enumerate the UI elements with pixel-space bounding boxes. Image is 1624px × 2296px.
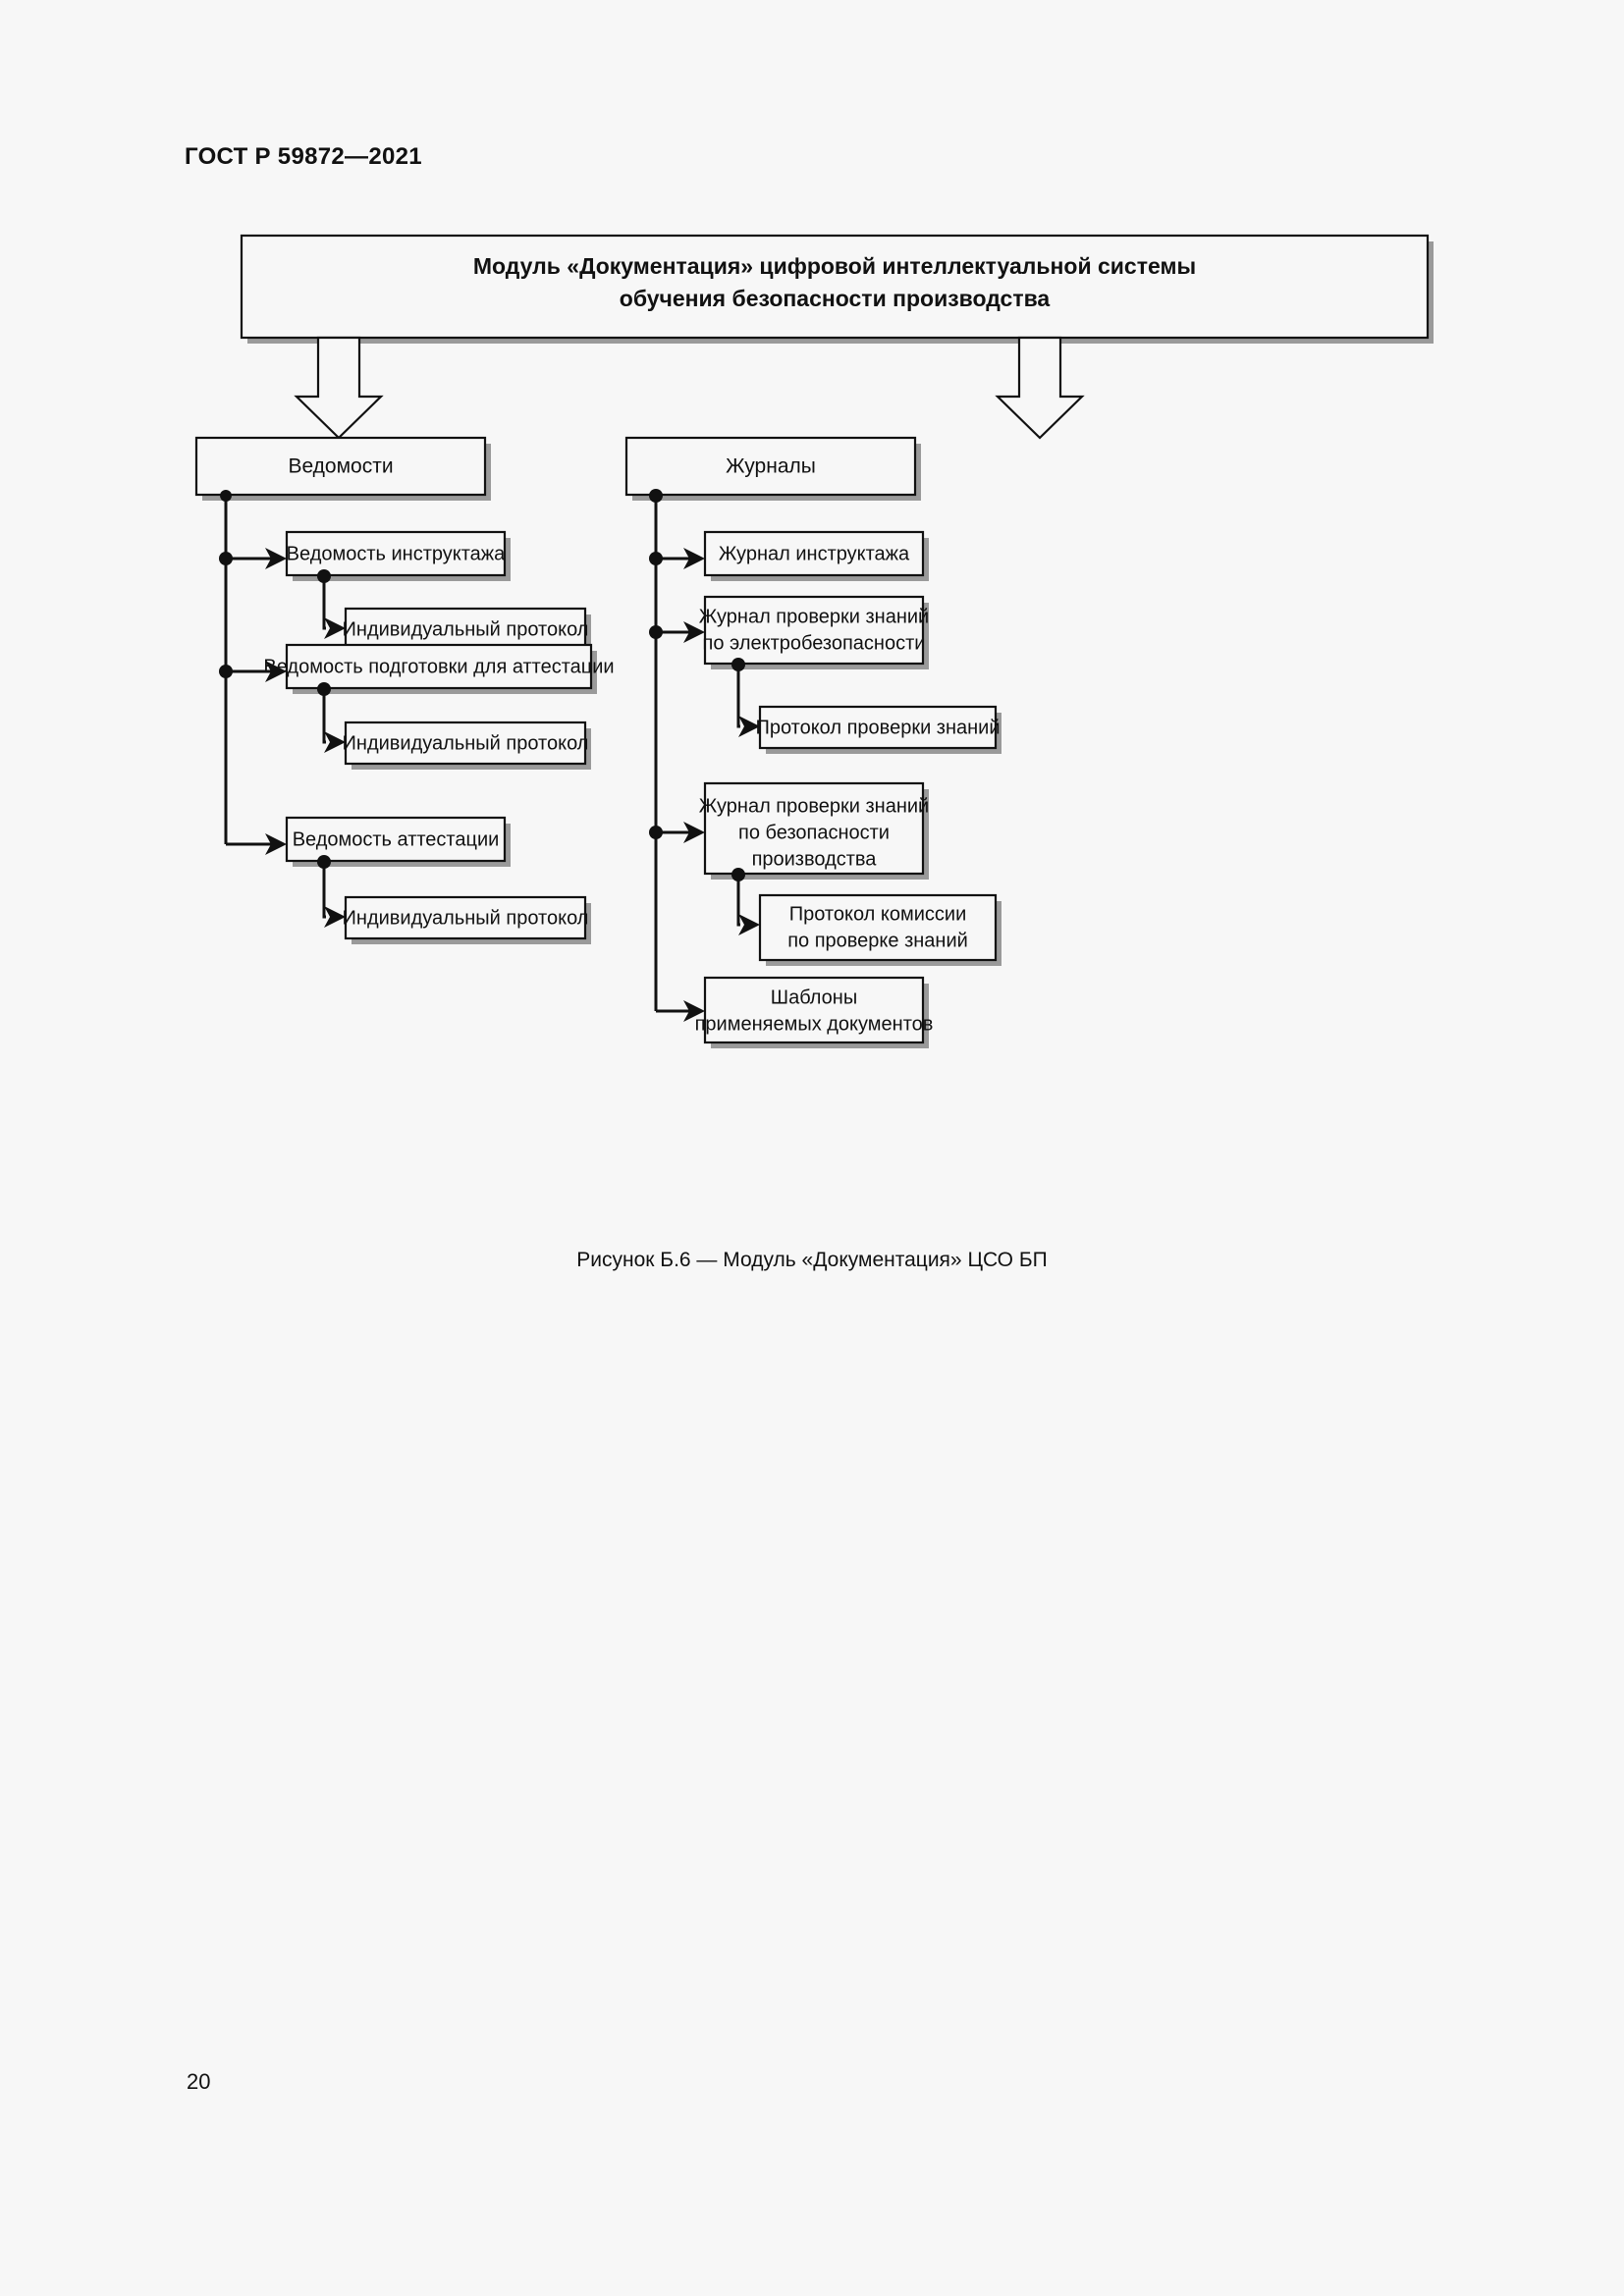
left-trunk-origin-dot (220, 490, 232, 502)
node-root[interactable]: Модуль «Документация» цифровой интеллект… (240, 234, 1434, 344)
zhurnal-elektrobezopasnost-child-arrowhead (738, 716, 760, 737)
node-branch-vedomosti[interactable]: Ведомости (194, 436, 491, 501)
node-vedomost-instruktazha[interactable]: Ведомость инструктажа (285, 530, 511, 581)
diagram-svg: Модуль «Документация» цифровой интеллект… (194, 234, 1434, 1048)
protokol-komissii-box (758, 893, 998, 962)
zhurnal-bezopasnost-child-arrowhead (738, 914, 760, 935)
left-branch-1-dot (219, 552, 233, 565)
page-number: 20 (187, 2069, 211, 2094)
left-branch-3-arrowhead (265, 833, 287, 855)
right-branch-2-dot (649, 625, 663, 639)
node-protokol-komissii[interactable]: Протокол комиссии по проверке знаний (758, 893, 1001, 966)
protokol-proverki-znaniy-box (758, 705, 998, 750)
vedomost-instruktazha-label: Ведомость инструктажа (287, 543, 507, 564)
shablony-dokumentov-box (703, 976, 925, 1044)
node-vedomost-attestacii[interactable]: Ведомость аттестации (285, 816, 511, 867)
individual-protocol-3-label: Индивидуальный протокол (343, 907, 589, 929)
node-individual-protocol-3[interactable]: Индивидуальный протокол (343, 895, 591, 944)
protokol-proverki-znaniy-label: Протокол проверки знаний (755, 717, 1000, 738)
vedomost-attestacii-label: Ведомость аттестации (293, 828, 500, 850)
right-branch-4-arrowhead (683, 1000, 705, 1022)
shablony-dokumentov-label-line1: Шаблоны (771, 987, 857, 1008)
node-zhurnal-elektrobezopasnost[interactable]: Журнал проверки знаний по электробезопас… (699, 595, 929, 669)
zhurnaly-box (624, 436, 917, 497)
vedomost-podgotovki-child-arrowhead (324, 731, 346, 753)
vedomost-attestacii-child-arrowhead (324, 906, 346, 928)
zhurnal-bezopasnost-label-line2: по безопасности (738, 822, 890, 843)
zhurnal-elektrobezopasnost-child-line (736, 664, 740, 728)
vedomost-attestacii-box (285, 816, 507, 863)
node-shablony-dokumentov[interactable]: Шаблоны применяемых документов (695, 976, 934, 1048)
protokol-komissii-label-line2: по проверке знаний (787, 930, 968, 951)
left-branch-2-arrowhead (265, 661, 287, 682)
vedomost-instruktazha-box (285, 530, 507, 577)
zhurnal-bezopasnost-proizvodstva-box (703, 781, 925, 876)
standard-header: ГОСТ Р 59872—2021 (185, 143, 422, 170)
zhurnal-bezopasnost-label-line3: производства (752, 848, 878, 870)
root-box (240, 234, 1430, 340)
zhurnal-instruktazha-box (703, 530, 925, 577)
zhurnal-elektrobezopasnost-box (703, 595, 925, 666)
node-zhurnal-bezopasnost-proizvodstva[interactable]: Журнал проверки знаний по безопасности п… (699, 781, 929, 880)
individual-protocol-2-box (344, 721, 587, 766)
vedomost-podgotovki-label: Ведомость подготовки для аттестации (263, 656, 614, 677)
individual-protocol-2-label: Индивидуальный протокол (343, 732, 589, 754)
right-branch-3-arrowhead (683, 822, 705, 843)
vedomost-instruktazha-child-line (322, 575, 326, 630)
node-protokol-proverki-znaniy[interactable]: Протокол проверки знаний (755, 705, 1001, 754)
block-arrow-right (995, 336, 1085, 440)
right-trunk-origin-dot (649, 489, 663, 503)
vedomost-instruktazha-child-dot (317, 569, 331, 583)
block-arrow-left (294, 336, 384, 440)
zhurnal-elektrobezopasnost-label-line1: Журнал проверки знаний (699, 606, 929, 627)
root-title-line1: Модуль «Документация» цифровой интеллект… (473, 253, 1196, 279)
vedomosti-label: Ведомости (288, 455, 393, 478)
vedomost-instruktazha-child-arrowhead (324, 617, 346, 639)
root-title-line2: обучения безопасности производства (620, 286, 1051, 311)
zhurnal-instruktazha-label: Журнал инструктажа (719, 543, 910, 564)
individual-protocol-1-box (344, 607, 587, 652)
left-branch-1-arrowhead (265, 548, 287, 569)
node-zhurnal-instruktazha[interactable]: Журнал инструктажа (703, 530, 929, 581)
vedomost-attestacii-child-dot (317, 855, 331, 869)
vedomosti-box (194, 436, 487, 497)
vedomost-podgotovki-child-line (322, 688, 326, 744)
right-branch-1-dot (649, 552, 663, 565)
zhurnal-bezopasnost-child-line (736, 874, 740, 927)
zhurnal-bezopasnost-label-line1: Журнал проверки знаний (699, 795, 929, 817)
shablony-dokumentov-label-line2: применяемых документов (695, 1013, 934, 1035)
node-vedomost-podgotovki[interactable]: Ведомость подготовки для аттестации (263, 643, 615, 694)
left-branch-2-dot (219, 665, 233, 678)
vedomost-podgotovki-child-dot (317, 682, 331, 696)
figure-b6: Модуль «Документация» цифровой интеллект… (0, 224, 1624, 1284)
node-branch-zhurnaly[interactable]: Журналы (624, 436, 921, 501)
zhurnal-bezopasnost-child-dot (731, 868, 745, 881)
zhurnaly-label: Журналы (726, 455, 816, 478)
individual-protocol-3-box (344, 895, 587, 940)
vedomost-podgotovki-box (285, 643, 593, 690)
node-individual-protocol-2[interactable]: Индивидуальный протокол (343, 721, 591, 770)
zhurnal-elektrobezopasnost-child-dot (731, 658, 745, 671)
vedomost-attestacii-child-line (322, 861, 326, 919)
individual-protocol-1-label: Индивидуальный протокол (343, 618, 589, 640)
zhurnal-elektrobezopasnost-label-line2: по электробезопасности (703, 632, 926, 654)
right-branch-3-dot (649, 826, 663, 839)
right-branch-1-arrowhead (683, 548, 705, 569)
figure-caption: Рисунок Б.6 — Модуль «Документация» ЦСО … (576, 1249, 1048, 1271)
right-branch-2-arrowhead (683, 621, 705, 643)
protokol-komissii-label-line1: Протокол комиссии (789, 903, 967, 925)
